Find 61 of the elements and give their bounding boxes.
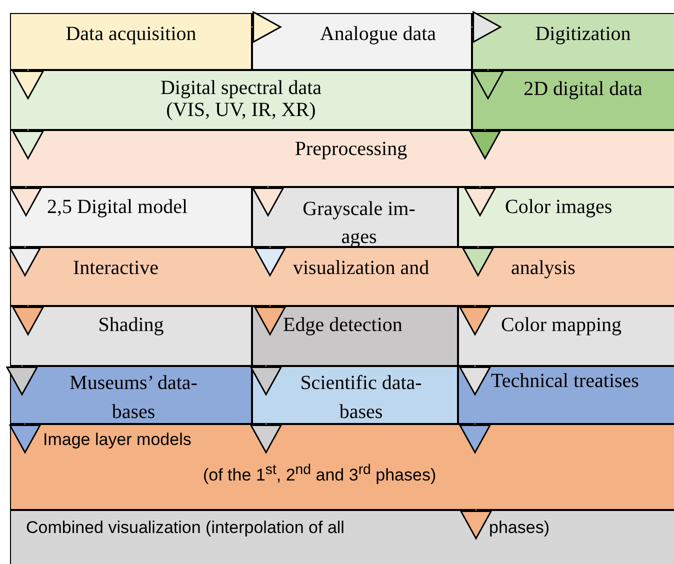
step-label: Data acquisition [64, 22, 198, 46]
step-label: Analogue data [318, 22, 438, 46]
process-band [252, 306, 458, 366]
arrow [471, 11, 502, 43]
arrow [12, 129, 44, 160]
process-band [10, 13, 252, 70]
process-band [252, 13, 472, 70]
step-label: Edge detection [283, 313, 404, 337]
process-band [10, 306, 252, 366]
process-band [10, 366, 252, 424]
step-label: phases) [489, 517, 550, 539]
process-band [10, 510, 674, 564]
step-label: Scientific data- bases [299, 371, 423, 425]
process-band [472, 13, 674, 70]
arrow [472, 69, 504, 100]
step-label: Combined visualization (interpolation of all [26, 517, 346, 539]
step-label: 2D digital data [522, 77, 644, 101]
process-band [10, 247, 674, 306]
arrow [459, 305, 491, 336]
arrow [10, 186, 42, 216]
step-label: (of the 1$^{st}$, 2$^{nd}$ and 3$^{rd}$ phases) [203, 461, 438, 487]
step-label: 2,5 Digital model [47, 195, 189, 219]
process-band [252, 187, 458, 247]
step-label: Technical treatises [491, 369, 640, 393]
arrow [459, 365, 491, 396]
process-band [472, 70, 674, 130]
step-label: Shading [97, 313, 165, 337]
step-label: Preprocessing [294, 137, 408, 161]
arrow [12, 305, 44, 336]
arrow [250, 423, 282, 454]
arrow [254, 305, 286, 336]
arrow [459, 423, 491, 454]
process-band [10, 130, 674, 187]
step-label: Color images [505, 195, 614, 219]
step-label: visualization and [293, 256, 430, 280]
arrow [9, 246, 41, 276]
arrow [464, 186, 496, 216]
process-band [458, 187, 674, 247]
arrow [252, 186, 284, 216]
step-label: Image layer models [43, 429, 192, 451]
process-band [458, 366, 674, 424]
arrow [469, 129, 501, 160]
process-band [10, 187, 252, 247]
arrow [9, 423, 41, 454]
step-label: analysis [511, 256, 576, 280]
arrow [12, 69, 44, 100]
process-band [10, 424, 674, 510]
step-label: Digital spectral data (VIS, UV, IR, XR) [159, 77, 323, 121]
arrow [251, 11, 282, 43]
step-label: Interactive [73, 256, 160, 280]
step-label: Museums’ data- bases [68, 371, 198, 425]
arrow [6, 365, 38, 396]
arrow [460, 509, 492, 540]
arrow [250, 365, 282, 396]
arrow [462, 246, 494, 276]
process-band [10, 70, 472, 130]
arrow [254, 246, 286, 276]
step-label: Color mapping [501, 313, 623, 337]
process-band [252, 366, 458, 424]
step-label: Digitization [534, 22, 632, 46]
process-band [458, 306, 674, 366]
